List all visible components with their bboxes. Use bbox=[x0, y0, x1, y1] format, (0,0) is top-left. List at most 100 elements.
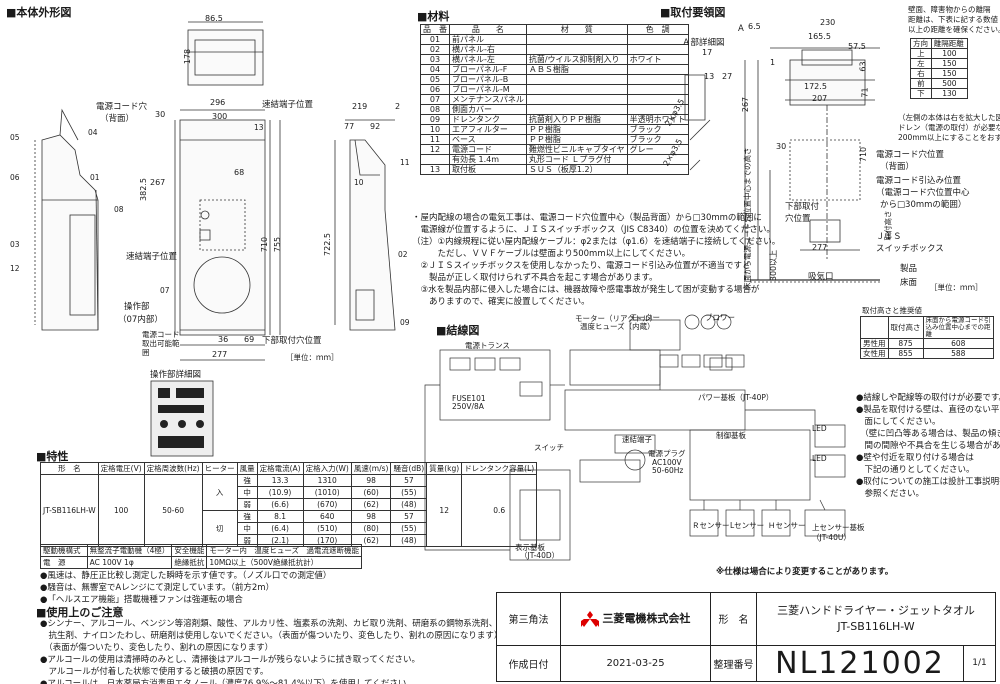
mat-cell: 07 bbox=[420, 94, 450, 105]
table-row: 中(6.4)(510)(80)(55) bbox=[41, 522, 537, 535]
part-03: 03 bbox=[10, 240, 20, 249]
clr-cell: 前 bbox=[910, 78, 932, 89]
part-08: 08 bbox=[114, 205, 124, 214]
clr-note5: ドレン（電源の取付）が必要な場合は bbox=[898, 123, 1000, 132]
ht-cell: 608 bbox=[922, 338, 994, 349]
dim-300: 300 bbox=[212, 112, 228, 121]
clr-note6: 200mm以上にすることをおすすめします） bbox=[898, 133, 1000, 142]
mat-cell: 13 bbox=[420, 164, 450, 175]
spec-cell: 98 bbox=[350, 510, 392, 523]
w-label-7: 電源トランス bbox=[465, 341, 510, 350]
text-line: （注）①内線規程に従い屋内配線ケーブル：φ2または（φ1.6）を速結端子に接続し… bbox=[412, 237, 781, 247]
spec-notes: ●風速は、静圧正比較し測定した瞬時を示す値です。（ノズル口での測定値）●騒音は、… bbox=[40, 570, 331, 606]
spec-h6: 定格入力(W) bbox=[302, 462, 352, 475]
clr-cell: 100 bbox=[930, 48, 969, 59]
op-detail-label: 操作部詳細図 bbox=[150, 370, 202, 380]
tb-name-label: 形 名 bbox=[710, 592, 757, 646]
text-line: 面にしてください。 bbox=[856, 417, 941, 427]
spec-cell: 57 bbox=[390, 510, 428, 523]
spec-cell: (60) bbox=[350, 486, 392, 499]
w-label-plug: 電源プラグ bbox=[648, 449, 686, 458]
table-row: 弱(6.6)(670)(62)(48) bbox=[41, 498, 537, 511]
materials-title: ■材料 bbox=[417, 10, 450, 23]
ht-h2: 床面から電源コード引込み位置中心までの距離 bbox=[922, 316, 994, 339]
spec-power: 電 源 bbox=[40, 556, 88, 569]
mat-cell bbox=[525, 94, 628, 105]
mt-dim-17: 17 bbox=[702, 48, 713, 57]
text-line: 製品が正しく取付けられず不具合を起こす場合があります。 bbox=[412, 273, 658, 283]
mat-cell: 05 bbox=[420, 74, 450, 85]
dim-296: 296 bbox=[210, 98, 226, 107]
dim-267: 267 bbox=[150, 178, 166, 187]
mt-bottom-hole2: 穴位置 bbox=[785, 214, 811, 224]
mat-cell: ＳＵＳ（板厚1.2） bbox=[525, 164, 628, 175]
spec-h0: 形 名 bbox=[40, 462, 99, 475]
text-line: （表面が傷ついたり、変色したり、割れの原因になります） bbox=[40, 643, 274, 653]
mat-cell: 側面カバー bbox=[449, 104, 527, 115]
text-line: ●結線しや配線等の取付けが必要です。 bbox=[856, 393, 1000, 403]
mat-cell bbox=[525, 104, 628, 115]
spec-h7: 風速(m/s) bbox=[350, 462, 392, 475]
table-row: 弱(2.1)(170)(62)(48) bbox=[41, 534, 537, 547]
mt-dim-63: 63 bbox=[858, 61, 868, 72]
mt-cord-pull: 電源コード引込み位置 bbox=[876, 176, 962, 186]
mat-cell: ブローパネル-M bbox=[449, 84, 527, 95]
text-line: ●風速は、静圧正比較し測定した瞬時を示す値です。（ノズル口での測定値） bbox=[40, 571, 332, 581]
spec-insulation-val: 10MΩ以上（500V絶縁抵抗計） bbox=[206, 556, 362, 569]
spec-cell: (510) bbox=[302, 522, 352, 535]
dim-92: 92 bbox=[370, 122, 381, 131]
dim-68: 68 bbox=[234, 168, 245, 177]
mat-cell: ＡＢＳ樹脂 bbox=[525, 64, 628, 75]
spec-cell: 入 bbox=[201, 474, 238, 511]
mt-dim-207: 207 bbox=[812, 94, 828, 103]
tb-name-value: 三菱ハンドドライヤー・ジェットタオル bbox=[777, 603, 975, 617]
text-line: 電源線が位置するように、ＪＩＳスイッチボックス（JIS C8340）の位置を決め… bbox=[412, 225, 775, 235]
part-04: 04 bbox=[88, 128, 98, 137]
ht-h0 bbox=[860, 316, 889, 339]
spec-cell: 100 bbox=[97, 474, 145, 547]
spec-cell: (62) bbox=[350, 498, 392, 511]
mat-cell: 取付板 bbox=[449, 164, 527, 175]
mat-cell: 10 bbox=[420, 124, 450, 135]
mat-cell: ドレンタンク bbox=[449, 114, 527, 125]
mat-cell bbox=[525, 74, 628, 85]
bottom-mount-label: 下部取付穴位置 bbox=[262, 336, 322, 346]
dim-710: 710 bbox=[260, 236, 270, 253]
w-label-led1: LED bbox=[812, 424, 827, 433]
w-label-top-sensor: 上センサー基板 bbox=[812, 523, 865, 532]
mt-cord-pull-range2: から□30mmの範囲） bbox=[880, 200, 967, 210]
spec-cell: 12 bbox=[426, 474, 463, 547]
spec-cell: 強 bbox=[236, 474, 258, 487]
dim-382-5: 382.5 bbox=[138, 178, 148, 201]
mt-dim-13: 13 bbox=[704, 72, 715, 81]
w-label-ac: AC100V bbox=[652, 458, 682, 467]
tb-number-label: 整理番号 bbox=[710, 644, 757, 683]
spec-cell: 中 bbox=[236, 522, 258, 535]
dim-77: 77 bbox=[344, 122, 355, 131]
mt-floor: 床面 bbox=[900, 278, 918, 288]
tb-number: NL121002 bbox=[756, 644, 964, 683]
spec-cell: (48) bbox=[390, 498, 428, 511]
text-line: 間の間隙や不具合を生じる場合があります） bbox=[864, 441, 1000, 451]
text-line: ●「ヘルスエア機能」搭載機種ファンは強運転の場合 bbox=[40, 595, 243, 605]
spec-cell: (48) bbox=[390, 534, 428, 547]
text-line: 下記の通りとしてください。 bbox=[856, 465, 975, 475]
mat-cell: 丸形コード Ｌプラグ付 bbox=[525, 154, 628, 165]
clr-h-dir: 方向 bbox=[910, 38, 932, 49]
w-label-hsensor: Ｈセンサー bbox=[768, 521, 806, 530]
spec-cell: (10.9) bbox=[256, 486, 304, 499]
tb-date-label: 作成日付 bbox=[496, 644, 561, 683]
mt-dim-230: 230 bbox=[820, 18, 836, 27]
clr-cell: 左 bbox=[910, 58, 932, 69]
spec-h3: ヒーター bbox=[201, 462, 238, 475]
text-line: 抗生剤、ナイロンたわし、研磨剤は使用しないでください。（表面が傷ついたり、変色し… bbox=[40, 631, 503, 641]
mt-dim-27: 27 bbox=[722, 72, 733, 81]
spec-drive-val: 無整流子電動機（4極） bbox=[86, 544, 173, 557]
spec-cell: (55) bbox=[390, 522, 428, 535]
